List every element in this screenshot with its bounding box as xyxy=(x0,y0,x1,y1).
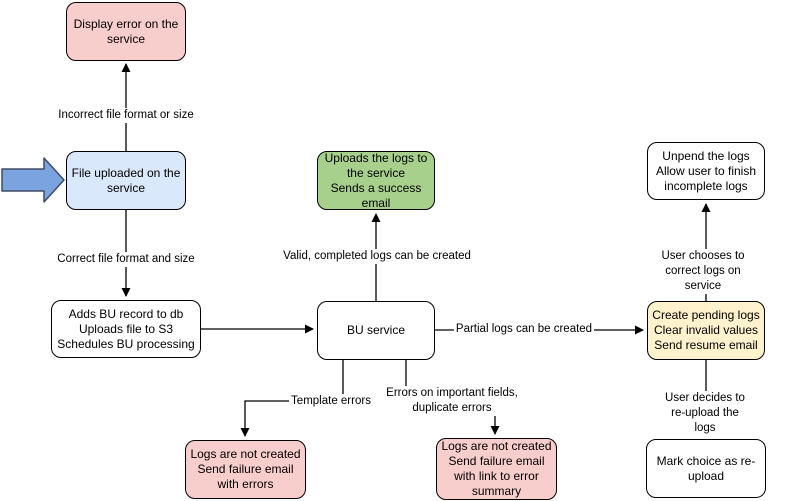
edge-label-template-errors: Template errors xyxy=(289,394,373,409)
edge-label-correct-format: Correct file format and size xyxy=(55,252,197,267)
edge-label-important-errors: Errors on important fields, duplicate er… xyxy=(384,386,520,416)
edge-label-user-chooses: User chooses to correct logs on service xyxy=(654,249,752,294)
edge-label-partial-logs: Partial logs can be created xyxy=(453,322,595,337)
node-file-uploaded: File uploaded on the service xyxy=(66,151,186,210)
edge-label-incorrect-format: Incorrect file format or size xyxy=(56,108,196,123)
node-adds-bu-record: Adds BU record to db Uploads file to S3 … xyxy=(51,300,201,358)
edge-label-valid-logs: Valid, completed logs can be created xyxy=(281,249,473,264)
entry-arrow-icon xyxy=(1,157,65,203)
node-bu-service: BU service xyxy=(317,301,435,360)
node-display-error: Display error on the service xyxy=(66,2,186,61)
node-create-pending-logs: Create pending logs Clear invalid values… xyxy=(647,301,765,360)
edge-label-user-decides: User decides to re-upload the logs xyxy=(657,391,753,436)
node-fail-email-summary: Logs are not created Send failure email … xyxy=(436,438,557,500)
node-unpend-logs: Unpend the logs Allow user to finish inc… xyxy=(647,142,765,200)
node-mark-choice-reupload: Mark choice as re- upload xyxy=(646,439,766,498)
node-fail-email-errors: Logs are not created Send failure email … xyxy=(185,440,306,499)
node-uploads-logs-success: Uploads the logs to the service Sends a … xyxy=(317,151,435,210)
